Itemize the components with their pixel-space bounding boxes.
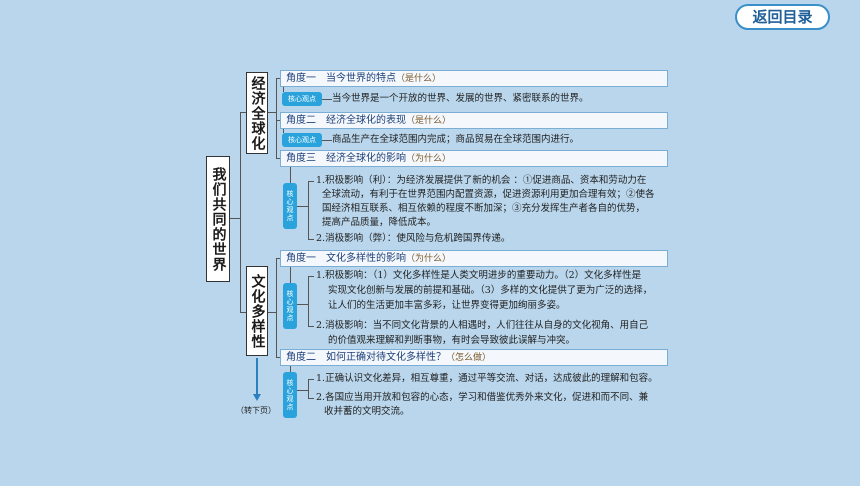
connector bbox=[283, 129, 284, 133]
core-view-text: 收并蓄的文明交流。 bbox=[324, 406, 410, 417]
core-view-text: 的价值观来理解和判断事物，有时会导致彼此误解与冲突。 bbox=[328, 335, 576, 346]
core-view-text: 提高产品质量，降低成本。 bbox=[322, 217, 437, 228]
angle-bar-d2: 角度二 如何正确对待文化多样性？（怎么做） bbox=[280, 349, 668, 366]
angle-hint: （为什么） bbox=[406, 154, 452, 164]
branch-globalization-title: 经济全球化 bbox=[249, 75, 266, 151]
connector bbox=[308, 326, 314, 327]
connector bbox=[308, 276, 309, 326]
root-topic-title: 我们共同的世界 bbox=[210, 166, 227, 272]
next-page-note: （转下页） bbox=[236, 406, 276, 415]
connector bbox=[297, 206, 308, 207]
connector bbox=[276, 258, 277, 358]
core-view-text: 2.消极影响：当不同文化背景的人相遇时，人们往往从自身的文化视角、用自己 bbox=[316, 320, 649, 331]
core-view-text: 商品生产在全球范围内完成；商品贸易在全球范围内进行。 bbox=[332, 134, 580, 145]
connector bbox=[290, 267, 291, 283]
core-view-tag: 核心观点 bbox=[282, 133, 322, 147]
angle-title: 角度一 文化多样性的影响 bbox=[286, 253, 406, 264]
connector bbox=[297, 390, 308, 391]
core-view-text: 1.积极影响：（1）文化多样性是人类文明进步的重要动力。（2）文化多样性是 bbox=[316, 270, 642, 281]
connector bbox=[308, 276, 314, 277]
connector bbox=[308, 398, 314, 399]
angle-hint: （是什么） bbox=[406, 116, 452, 126]
angle-bar-d1: 角度一 文化多样性的影响（为什么） bbox=[280, 250, 668, 267]
core-view-text: 2.各国应当用开放和包容的心态，学习和借鉴优秀外来文化，促进和而不同、兼 bbox=[316, 392, 649, 403]
connector bbox=[290, 167, 291, 183]
connector bbox=[268, 112, 276, 113]
angle-hint: （怎么做） bbox=[446, 353, 492, 363]
core-view-tag: 核心观点 bbox=[283, 372, 297, 418]
core-view-tag: 核心观点 bbox=[283, 183, 297, 229]
connector bbox=[230, 218, 240, 219]
branch-diversity-title: 文化多样性 bbox=[249, 273, 266, 349]
connector bbox=[308, 239, 314, 240]
angle-bar-g3: 角度三 经济全球化的影响（为什么） bbox=[280, 150, 668, 167]
angle-title: 角度一 当今世界的特点 bbox=[286, 73, 396, 84]
continuation-arrow-line bbox=[256, 358, 258, 394]
core-view-text: 实现文化创新与发展的前提和基础。（3）多样的文化提供了更为广泛的选择， bbox=[328, 285, 653, 296]
connector bbox=[240, 312, 246, 313]
angle-title: 角度三 经济全球化的影响 bbox=[286, 153, 406, 164]
connector bbox=[276, 120, 280, 121]
connector bbox=[308, 181, 314, 182]
connector bbox=[308, 379, 314, 380]
core-view-tag: 核心观点 bbox=[282, 92, 322, 106]
connector bbox=[322, 140, 332, 141]
connector bbox=[240, 112, 241, 312]
core-view-text: 让人们的生活更加丰富多彩，让世界变得更加绚丽多姿。 bbox=[328, 300, 566, 311]
angle-hint: （是什么） bbox=[396, 74, 442, 84]
core-view-text: 1.正确认识文化差异，相互尊重，通过平等交流、对话，达成彼此的理解和包容。 bbox=[316, 373, 658, 384]
core-view-text: 当今世界是一个开放的世界、发展的世界、紧密联系的世界。 bbox=[332, 93, 589, 104]
connector bbox=[276, 78, 277, 158]
angle-title: 角度二 经济全球化的表现 bbox=[286, 115, 406, 126]
branch-diversity-box: 文化多样性 bbox=[246, 266, 268, 356]
connector bbox=[322, 99, 332, 100]
connector bbox=[240, 112, 246, 113]
back-to-contents-button[interactable]: 返回目录 bbox=[735, 4, 830, 30]
angle-hint: （为什么） bbox=[406, 254, 452, 264]
branch-globalization-box: 经济全球化 bbox=[246, 72, 268, 154]
connector bbox=[276, 258, 280, 259]
angle-title: 角度二 如何正确对待文化多样性？ bbox=[286, 352, 446, 363]
angle-bar-g2: 角度二 经济全球化的表现（是什么） bbox=[280, 112, 668, 129]
core-view-text: 全球流动，有利于在世界范围内配置资源，促进资源利用更加合理有效；②使各 bbox=[322, 189, 655, 200]
connector bbox=[297, 304, 308, 305]
core-view-text: 1.积极影响（利）：为经济发展提供了新的机会 ：①促进商品、资本和劳动力在 bbox=[316, 175, 647, 186]
angle-bar-g1: 角度一 当今世界的特点（是什么） bbox=[280, 70, 668, 87]
connector bbox=[276, 78, 280, 79]
connector bbox=[276, 357, 280, 358]
core-view-text: 2.消极影响（弊）：使风险与危机跨国界传递。 bbox=[316, 233, 511, 244]
connector bbox=[308, 379, 309, 398]
connector bbox=[268, 312, 276, 313]
connector bbox=[308, 181, 309, 239]
core-view-tag: 核心观点 bbox=[283, 283, 297, 329]
connector bbox=[276, 158, 280, 159]
continuation-arrow-icon bbox=[253, 394, 261, 401]
root-topic-box: 我们共同的世界 bbox=[206, 156, 230, 282]
connector bbox=[290, 366, 291, 372]
core-view-text: 国经济相互联系、相互依赖的程度不断加深；③充分发挥生产者各自的优势， bbox=[322, 203, 646, 214]
connector bbox=[283, 87, 284, 92]
